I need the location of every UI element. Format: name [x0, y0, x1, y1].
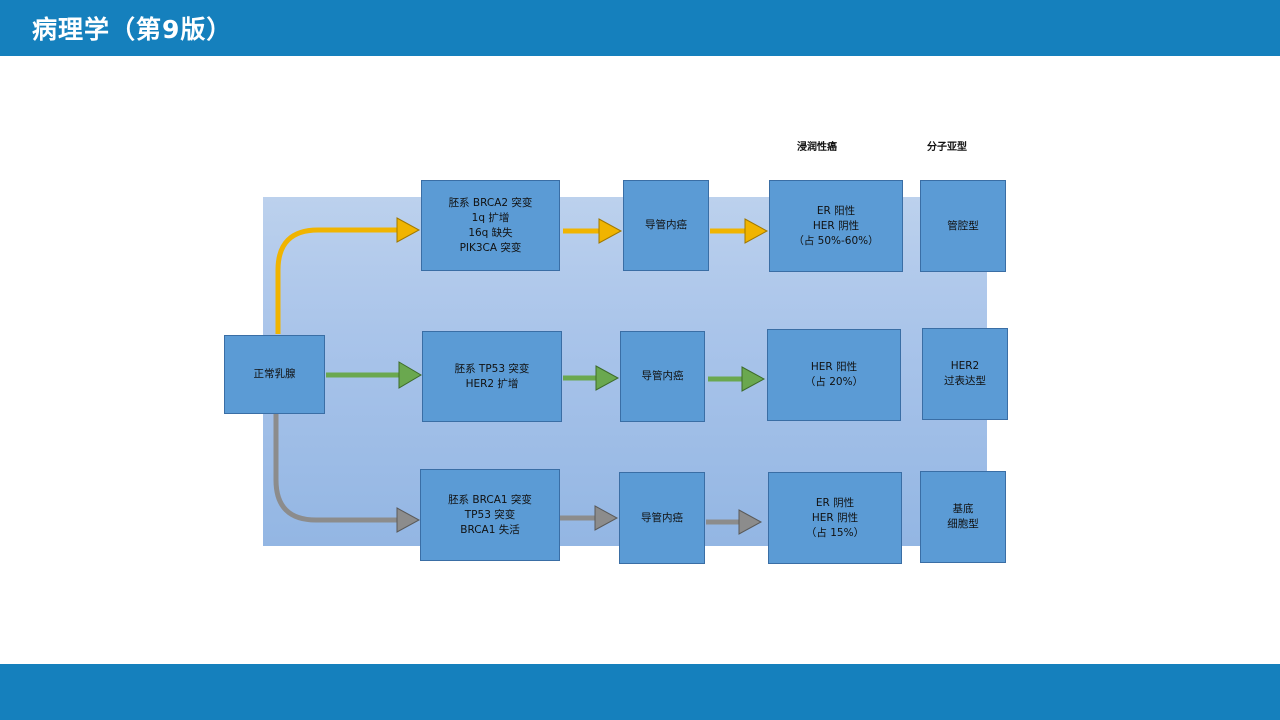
start-node-label: 正常乳腺: [253, 368, 296, 380]
invasive-1-line-1: ER 阳性: [816, 204, 856, 217]
arrowhead-mutation-3: [396, 507, 421, 533]
mutation-1-line-2: 1q 扩增: [471, 211, 510, 224]
subtype-box-1: 管腔型: [920, 180, 1006, 272]
subtype-box-3: 基底 细胞型: [920, 471, 1006, 563]
arrowhead-mutation-2: [398, 361, 422, 389]
invasive-2-line-2: （占 20%）: [804, 376, 864, 388]
invasive-box-1: ER 阳性 HER 阴性 （占 50%-60%）: [769, 180, 903, 272]
ductal-1-label: 导管内癌: [645, 219, 687, 231]
invasive-box-3: ER 阴性 HER 阴性 （占 15%）: [768, 472, 902, 564]
arrow-start-to-mutation-3: [273, 414, 398, 523]
subtype-3-line-1: 基底: [952, 503, 974, 515]
mutation-3-line-3: BRCA1 失活: [460, 523, 520, 536]
arrowhead-invasive-2: [741, 366, 766, 392]
arrow-start-to-mutation-1: [275, 227, 398, 334]
mutation-1-line-1: 胚系 BRCA2 突变: [448, 196, 533, 209]
subtype-3-line-2: 细胞型: [947, 518, 979, 530]
invasive-3-line-1: ER 阴性: [815, 496, 855, 509]
subtype-2-line-2: 过表达型: [944, 375, 986, 387]
mutation-box-1: 胚系 BRCA2 突变 1q 扩增 16q 缺失 PIK3CA 突变: [421, 180, 560, 271]
arrowhead-ductal-2: [595, 365, 620, 391]
subtype-2-line-1: HER2: [950, 360, 980, 372]
ductal-box-2: 导管内癌: [620, 331, 705, 422]
ductal-2-label: 导管内癌: [641, 370, 684, 382]
start-node-normal-breast: 正常乳腺: [224, 335, 325, 414]
subtype-box-2: HER2 过表达型: [922, 328, 1008, 420]
column-header-invasive: 浸润性癌: [797, 142, 837, 153]
ductal-box-3: 导管内癌: [619, 472, 705, 564]
mutation-3-line-1: 胚系 BRCA1 突变: [448, 493, 532, 506]
footer-bar: [0, 664, 1280, 720]
arrowhead-ductal-1: [598, 218, 623, 244]
mutation-box-2: 胚系 TP53 突变 HER2 扩增: [422, 331, 562, 422]
ductal-box-1: 导管内癌: [623, 180, 709, 271]
mutation-box-3: 胚系 BRCA1 突变 TP53 突变 BRCA1 失活: [420, 469, 560, 561]
mutation-2-line-2: HER2 扩增: [465, 377, 519, 390]
arrowhead-invasive-3: [738, 509, 763, 535]
invasive-1-line-3: （占 50%-60%）: [793, 234, 879, 247]
arrowhead-mutation-1: [396, 217, 421, 243]
column-header-subtype: 分子亚型: [927, 142, 967, 153]
invasive-2-line-1: HER 阳性: [810, 361, 858, 373]
page-title: 病理学（第9版）: [32, 15, 233, 44]
arrowhead-ductal-3: [594, 505, 619, 531]
invasive-1-line-2: HER 阴性: [812, 219, 860, 232]
invasive-3-line-3: （占 15%）: [805, 526, 865, 539]
mutation-1-line-3: 16q 缺失: [468, 226, 513, 239]
subtype-1-line-1: 管腔型: [947, 219, 979, 232]
mutation-3-line-2: TP53 突变: [464, 508, 516, 521]
ductal-3-label: 导管内癌: [641, 511, 683, 524]
invasive-3-line-2: HER 阴性: [811, 511, 859, 524]
mutation-2-line-1: 胚系 TP53 突变: [454, 362, 530, 375]
header-bar: 病理学（第9版）: [0, 0, 1280, 56]
mutation-1-line-4: PIK3CA 突变: [459, 241, 522, 254]
arrowhead-invasive-1: [744, 218, 769, 244]
invasive-box-2: HER 阳性 （占 20%）: [767, 329, 901, 421]
